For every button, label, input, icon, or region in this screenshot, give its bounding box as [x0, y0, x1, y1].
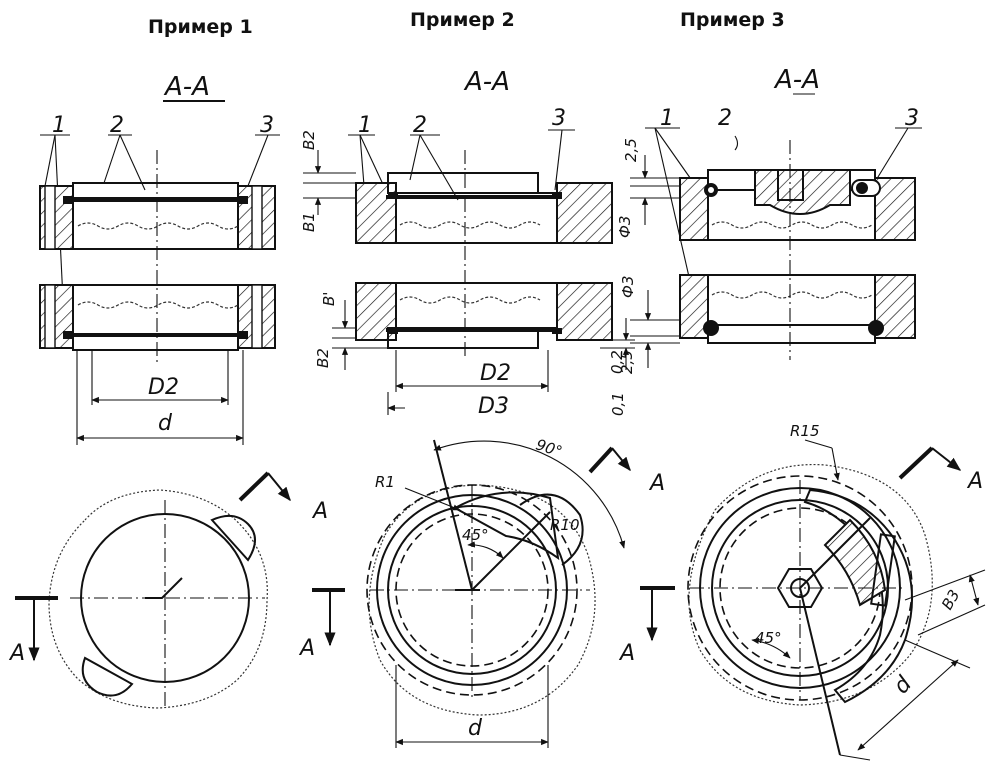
- example-2-callout-3: 3: [552, 106, 566, 131]
- example-2-plan-view: 90° 45° R1 R10 d A A: [298, 435, 665, 748]
- example-2-dim-d: d: [468, 716, 483, 741]
- example-1-plan-view: A A: [8, 471, 328, 710]
- example-3-dim-25-top: 2,5: [622, 138, 640, 162]
- example-3-plan-view: 45° R15 B3 d A A: [618, 422, 986, 761]
- example-2-callout-1: 1: [358, 113, 372, 138]
- example-2-dim-d3: D3: [478, 394, 509, 419]
- example-3-title: Пример 3: [680, 9, 785, 31]
- example-3-section: A-A 1 2 3: [616, 65, 922, 374]
- example-3-callout-3: 3: [905, 106, 919, 131]
- example-3-section-label: A-A: [773, 65, 820, 95]
- example-3-callout-2: 2: [718, 106, 732, 131]
- example-2-section: A-A 1 2 3 B2: [300, 67, 635, 419]
- example-2-dim-r1: R1: [375, 473, 395, 491]
- example-2-title: Пример 2: [410, 9, 515, 31]
- example-2-dim-b1: B1: [300, 212, 318, 232]
- example-1-section-label: A-A: [163, 72, 210, 102]
- example-2-dim-b2-bottom: B2: [314, 348, 332, 368]
- example-3-dim-phi3-bottom: Ф3: [619, 276, 637, 298]
- example-2-callout-2: 2: [413, 113, 427, 138]
- example-2-cut-label-right: A: [648, 471, 665, 496]
- example-1-title: Пример 1: [148, 16, 253, 38]
- example-3-dim-phi3-top: Ф3: [616, 216, 634, 238]
- example-3-dim-b3: B3: [938, 587, 964, 613]
- example-3-dim-25-bottom: 2,5: [618, 350, 636, 374]
- example-2-dim-b2-top: B2: [300, 130, 318, 150]
- example-3-cut-label-right: A: [966, 469, 983, 494]
- example-2-section-label: A-A: [463, 67, 510, 97]
- example-1-callout-2: 2: [110, 113, 124, 138]
- example-3-dim-angle-45: 45°: [755, 629, 782, 647]
- example-3-dim-d: d: [889, 671, 918, 699]
- example-3-dim-r15: R15: [790, 422, 820, 440]
- example-1-cut-label-left: A: [8, 641, 25, 666]
- example-2-dim-d2: D2: [480, 361, 511, 386]
- example-1-callout-1: 1: [52, 113, 66, 138]
- example-2-cut-label-left: A: [298, 636, 315, 661]
- example-1-dim-d: d: [158, 411, 173, 436]
- example-2-dim-angle-90: 90°: [534, 435, 565, 460]
- example-1-section: A-A 1 2 3: [39, 72, 280, 445]
- example-2-dim-angle-45: 45°: [462, 526, 489, 544]
- example-3-cut-label-left: A: [618, 641, 635, 666]
- example-1-cut-label-right: A: [311, 499, 328, 524]
- example-3-callout-1: 1: [660, 106, 674, 131]
- example-2-dim-b-prime: B': [320, 292, 338, 306]
- example-2-dim-r10: R10: [550, 516, 580, 534]
- example-1-callout-3: 3: [260, 113, 274, 138]
- example-1-dim-d2: D2: [148, 375, 179, 400]
- example-2-dim-gap-01: 0,1: [609, 392, 627, 416]
- example-2-dim-gap-02: 0,2: [608, 350, 626, 374]
